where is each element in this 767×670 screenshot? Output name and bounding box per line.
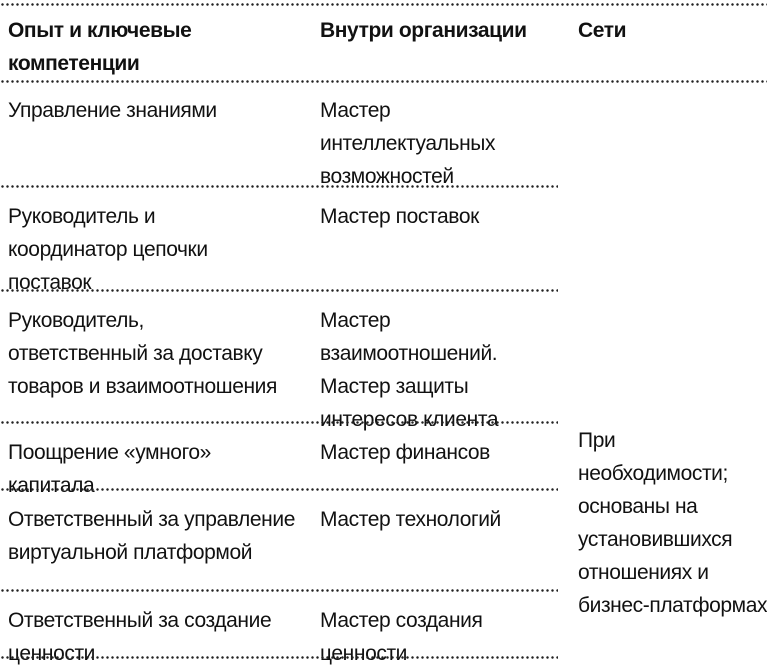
internal-cell: Мастер финансов bbox=[320, 441, 490, 464]
table-row: Ответственный за управление виртуальной … bbox=[0, 491, 560, 589]
internal-cell: Мастер технологий bbox=[320, 508, 501, 531]
row-rule bbox=[0, 488, 558, 491]
internal-cell: Мастер интеллектуальных возможностей bbox=[320, 99, 496, 188]
networks-cell: При необходимости; основаны на установив… bbox=[578, 429, 767, 617]
row-rule bbox=[0, 185, 558, 188]
internal-cell: Мастер поставок bbox=[320, 205, 479, 228]
header-competences: Опыт и ключевые компетенции bbox=[8, 19, 192, 75]
table-row: Поощрение «умного» капитала Мастер финан… bbox=[0, 424, 560, 497]
internal-cell: Мастер взаимоотношений. Мастер защиты ин… bbox=[320, 309, 499, 431]
header-rule bbox=[0, 80, 767, 83]
competence-cell: Руководитель и координатор цепочки поста… bbox=[8, 205, 208, 294]
competence-cell: Ответственный за управление виртуальной … bbox=[8, 508, 295, 564]
table-header: Опыт и ключевые компетенции Внутри орган… bbox=[0, 6, 767, 82]
row-rule bbox=[0, 289, 558, 292]
table-row: Руководитель, ответственный за доставку … bbox=[0, 292, 560, 431]
row-rule bbox=[0, 421, 558, 424]
table-row: Руководитель и координатор цепочки поста… bbox=[0, 188, 560, 294]
table-top-rule bbox=[0, 3, 767, 6]
internal-cell: Мастер создания ценности bbox=[320, 609, 483, 665]
header-internal: Внутри организации bbox=[320, 19, 527, 42]
table-row: Управление знаниями Мастер интеллектуаль… bbox=[0, 82, 560, 188]
competence-cell: Руководитель, ответственный за доставку … bbox=[8, 309, 277, 398]
table-row: Ответственный за создание ценности Масте… bbox=[0, 592, 560, 665]
row-rule bbox=[0, 656, 558, 659]
competence-cell: Управление знаниями bbox=[8, 99, 217, 122]
row-rule bbox=[0, 589, 558, 592]
competence-cell: Ответственный за создание ценности bbox=[8, 609, 272, 665]
competence-cell: Поощрение «умного» капитала bbox=[8, 441, 211, 497]
header-networks: Сети bbox=[578, 19, 627, 42]
